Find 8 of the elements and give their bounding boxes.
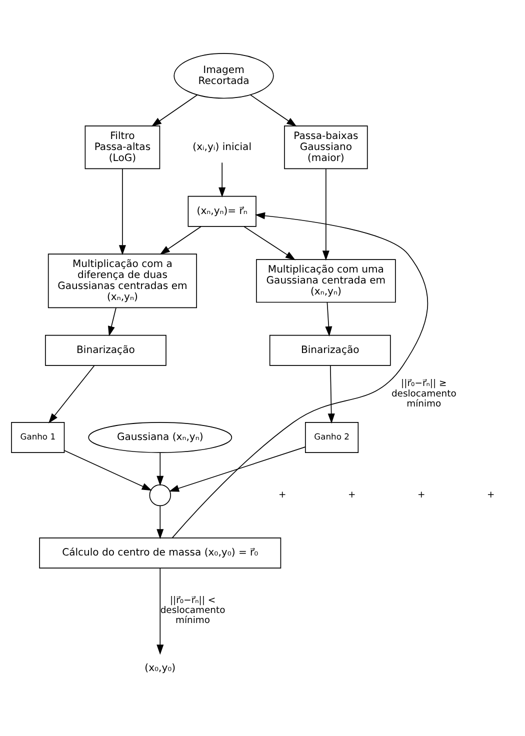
edge-label: ||r⃗₀−r⃗ₙ|| ≥ deslocamento mínimo	[391, 378, 456, 409]
node-text: (xᵢ,yᵢ) inicial	[192, 141, 252, 152]
node-text: (x₀,y₀)	[144, 662, 176, 674]
label: +	[487, 489, 495, 500]
label: +	[278, 489, 286, 500]
label: +	[418, 489, 426, 500]
label: +	[348, 489, 356, 500]
edge-label: ||r⃗₀−r⃗ₙ|| < deslocamento mínimo	[160, 594, 226, 626]
